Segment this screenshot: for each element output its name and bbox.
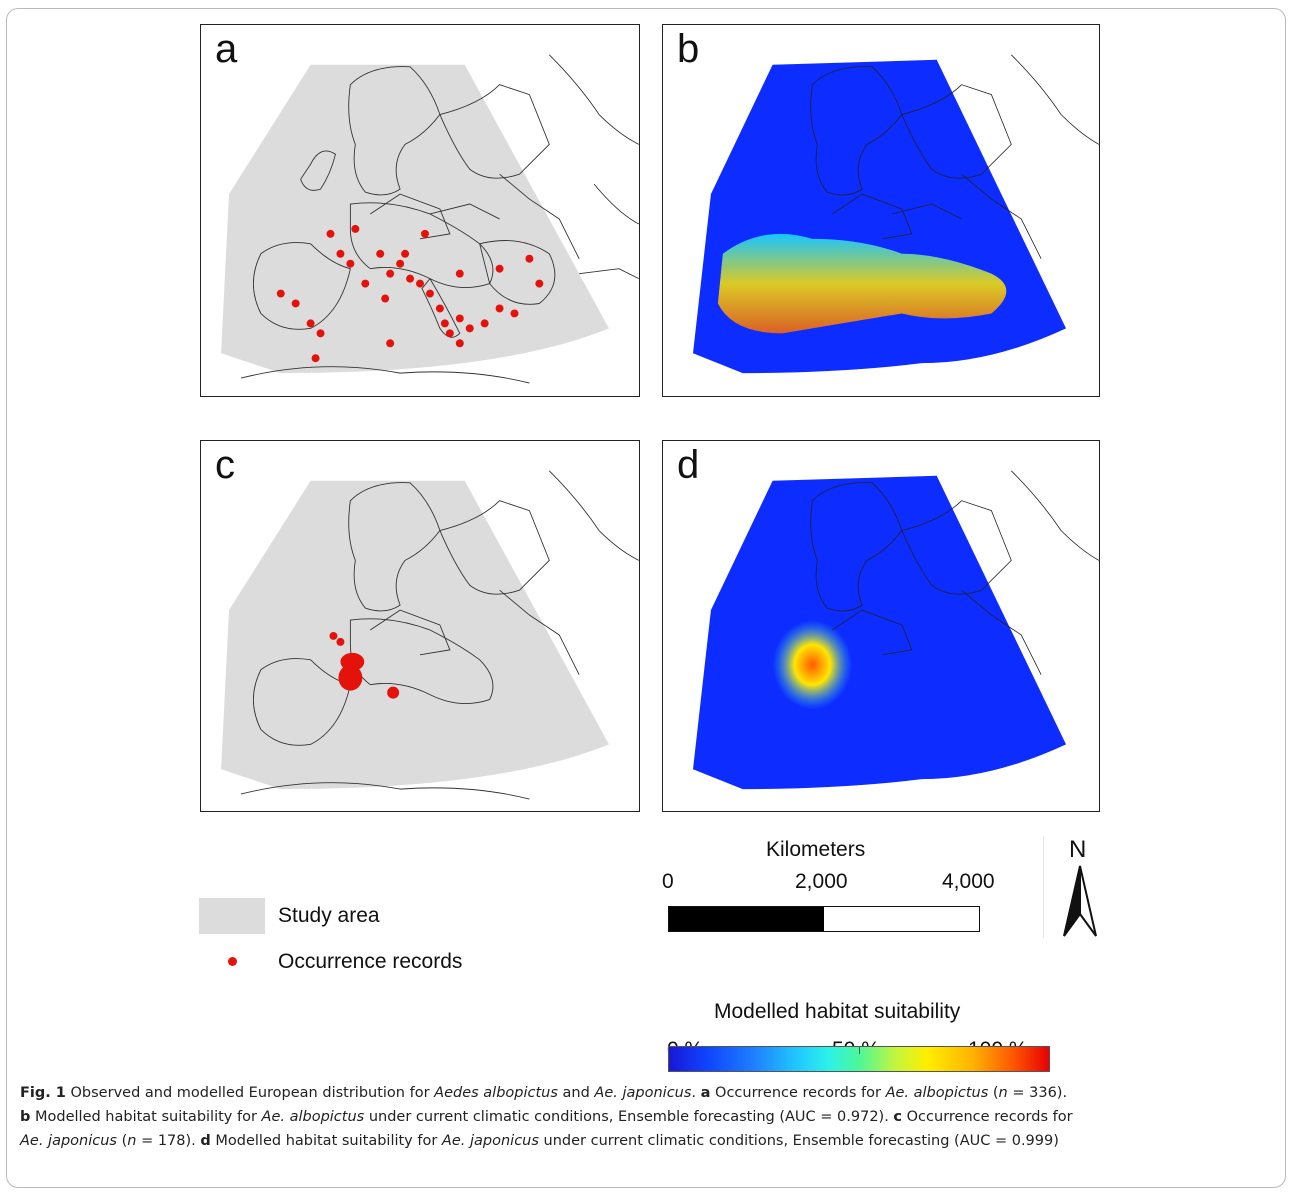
caption-n: n	[127, 1133, 137, 1149]
suitability-hotspot	[772, 620, 853, 710]
country-borders	[240, 470, 639, 800]
caption-text: under current climatic conditions, Ensem…	[364, 1109, 894, 1125]
scale-bar-fill	[669, 907, 824, 931]
caption-text: Modelled habitat suitability for	[30, 1109, 262, 1125]
caption-text: Occurrence records for	[710, 1085, 886, 1101]
caption-species: Ae. japonicus	[441, 1133, 539, 1149]
caption-text: .	[691, 1085, 701, 1101]
suitability-colorbar	[668, 1046, 1050, 1072]
caption-text: = 336).	[1007, 1085, 1068, 1101]
scale-tick-2: 4,000	[942, 870, 995, 893]
panel-letter: d	[677, 443, 700, 487]
caption-n: n	[998, 1085, 1008, 1101]
caption-species: Ae. albopictus	[261, 1109, 365, 1125]
scale-tick-0: 0	[662, 870, 674, 893]
suitability-mid-tick	[859, 1047, 860, 1054]
suitability-title: Modelled habitat suitability	[714, 1000, 961, 1023]
caption-text: and	[557, 1085, 595, 1101]
country-borders	[240, 54, 639, 384]
caption-panel-label: d	[200, 1133, 211, 1149]
study-area-label: Study area	[278, 904, 380, 927]
caption-species: Ae. japonicus	[20, 1133, 117, 1149]
scale-tick-1: 2,000	[795, 870, 848, 893]
caption-panel-label: a	[700, 1085, 711, 1101]
caption-species: Aedes albopictus	[434, 1085, 558, 1101]
north-arrow-icon	[1063, 865, 1097, 937]
map-c-svg	[221, 470, 639, 800]
map-panel-b: b	[662, 24, 1100, 397]
occurrence-label: Occurrence records	[278, 950, 463, 973]
map-panel-a: a	[200, 24, 640, 397]
caption-panel-label: c	[893, 1109, 903, 1125]
caption-text: (	[988, 1085, 999, 1101]
country-borders	[810, 54, 1099, 259]
map-panel-d: d	[662, 440, 1100, 812]
caption-species: Ae. japonicus	[594, 1085, 692, 1101]
north-arrow: N	[1043, 836, 1106, 938]
suitability-hotspot	[717, 233, 1007, 334]
fig-label: Fig. 1	[20, 1085, 66, 1101]
occurrence-points	[276, 224, 544, 363]
study-area-region	[221, 480, 609, 790]
map-b-svg	[693, 54, 1099, 374]
map-a-svg	[221, 54, 639, 384]
study-area-region	[221, 64, 609, 374]
scale-bar	[668, 906, 980, 932]
panel-letter: a	[215, 27, 238, 71]
panel-letter: b	[677, 27, 700, 71]
north-label: N	[1069, 836, 1087, 863]
figure-caption: Fig. 1 Observed and modelled European di…	[20, 1081, 1270, 1153]
caption-text: under current climatic conditions, Ensem…	[538, 1133, 1059, 1149]
caption-text: Observed and modelled European distribut…	[65, 1085, 435, 1101]
caption-species: Ae. albopictus	[885, 1085, 989, 1101]
caption-text: (	[116, 1133, 128, 1149]
caption-panel-label: b	[20, 1109, 31, 1125]
map-panel-c: c	[200, 440, 640, 812]
occurrence-points	[329, 631, 400, 699]
caption-text: Modelled habitat suitability for	[210, 1133, 442, 1149]
occurrence-dot-icon	[228, 957, 237, 966]
map-d-svg	[693, 470, 1099, 790]
panel-letter: c	[215, 443, 235, 487]
country-borders	[810, 470, 1099, 675]
scale-bar-title: Kilometers	[766, 838, 866, 861]
caption-text: = 178).	[136, 1133, 201, 1149]
suitability-region	[693, 475, 1066, 790]
study-area-swatch	[199, 898, 265, 934]
figure-frame	[6, 8, 1286, 1188]
caption-text: Occurrence records for	[902, 1109, 1073, 1125]
